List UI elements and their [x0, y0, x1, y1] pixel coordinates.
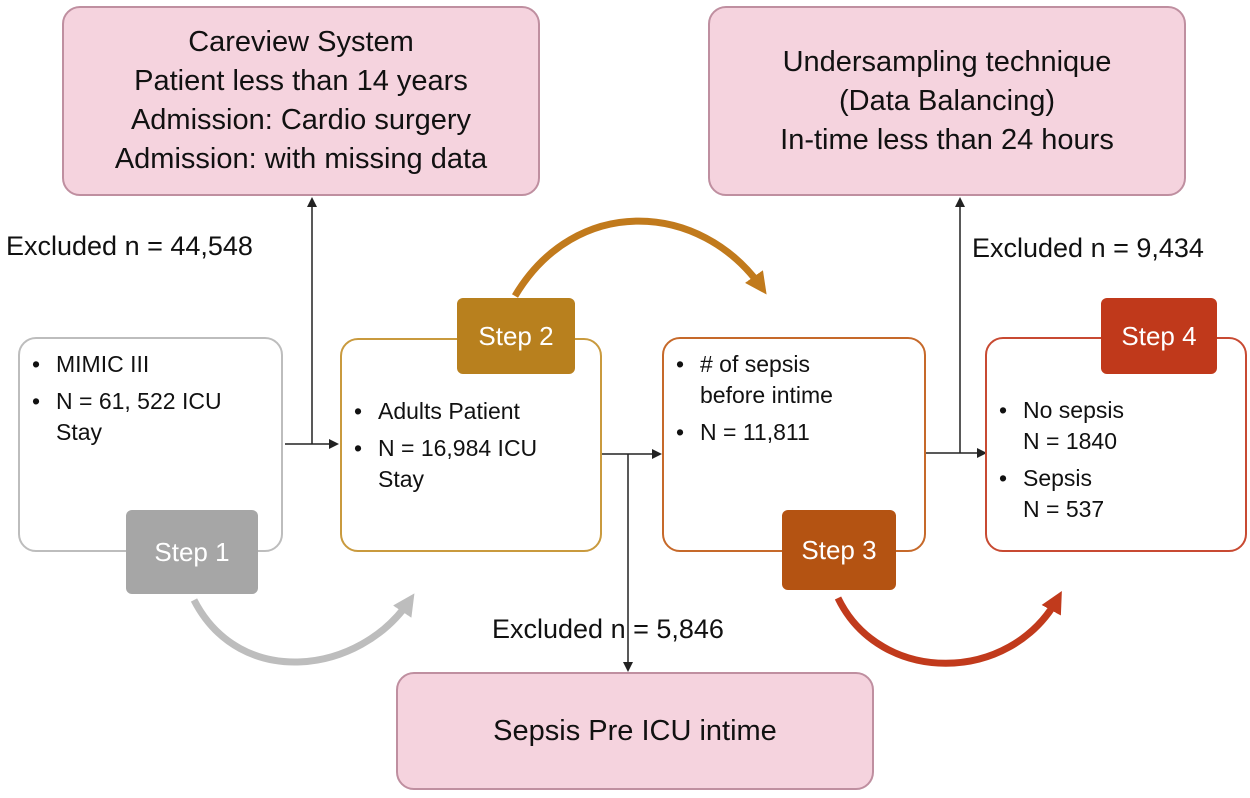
- exclusion-criteria-box-3: Undersampling technique (Data Balancing)…: [708, 6, 1186, 196]
- step1-badge: Step 1: [126, 510, 258, 594]
- list-item: Adults Patient: [344, 396, 592, 427]
- excluded-count-1: Excluded n = 44,548: [6, 231, 253, 261]
- exclusion-criteria-box-1: Careview System Patient less than 14 yea…: [62, 6, 540, 196]
- list-item: N = 11,811: [666, 417, 916, 448]
- step3-badge: Step 3: [782, 510, 896, 590]
- curved-arrow-step3: [834, 590, 1062, 667]
- criteria-line: In-time less than 24 hours: [780, 123, 1114, 156]
- criteria-line: Careview System: [188, 26, 414, 58]
- excluded-count-3: Excluded n = 9,434: [972, 233, 1204, 263]
- excluded-count-2: Excluded n = 5,846: [492, 614, 724, 644]
- step2-badge: Step 2: [457, 298, 575, 374]
- criteria-line: Admission: Cardio surgery: [130, 104, 472, 136]
- curved-arrow-step1: [190, 593, 415, 666]
- curved-arrow-step2: [511, 217, 767, 298]
- criteria-line: Admission: with missing data: [114, 143, 488, 175]
- criteria-line: (Data Balancing): [839, 84, 1055, 117]
- criteria-line: Undersampling technique: [782, 45, 1112, 78]
- criteria-line: Patient less than 14 years: [134, 65, 468, 97]
- step4-badge: Step 4: [1101, 298, 1217, 374]
- exclusion-criteria-box-2: Sepsis Pre ICU intime: [396, 672, 874, 790]
- criteria-line: Sepsis Pre ICU intime: [493, 714, 777, 747]
- list-item: MIMIC III: [22, 349, 273, 380]
